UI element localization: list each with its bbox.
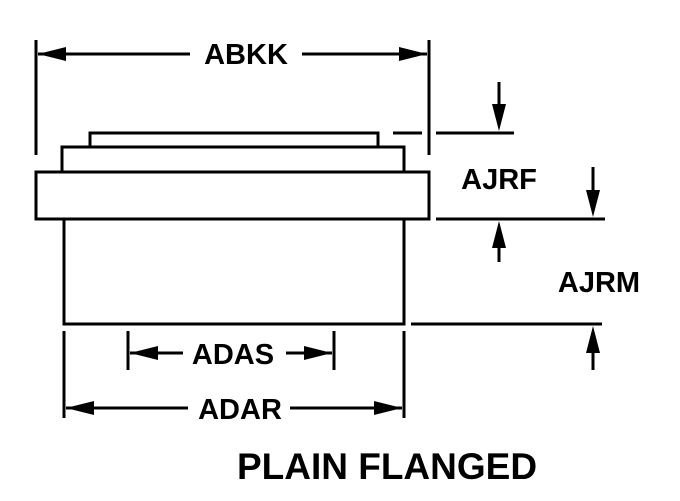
top-cap (88, 131, 380, 149)
arrow-right-icon (374, 401, 402, 415)
dimension-ajrm: AJRM (411, 167, 640, 370)
dimension-adas: ADAS (126, 331, 336, 371)
diagram-title: PLAIN FLANGED (237, 446, 537, 487)
arrow-right-icon (399, 47, 427, 61)
dimension-abkk: ABKK (34, 39, 431, 155)
label-ajrf: AJRF (461, 164, 537, 196)
arrow-right-icon (304, 346, 332, 360)
arrow-down-icon (586, 190, 600, 217)
dimension-adar: ADAR (62, 331, 406, 426)
label-adar: ADAR (198, 394, 282, 426)
dimension-ajrf: AJRF (393, 82, 605, 262)
label-ajrm: AJRM (558, 267, 640, 299)
arrow-up-icon (586, 326, 600, 353)
label-abkk: ABKK (204, 39, 288, 71)
part-outline (34, 131, 431, 326)
middle-step (60, 145, 406, 174)
arrow-down-icon (492, 104, 506, 131)
arrow-left-icon (130, 346, 158, 360)
body (62, 217, 406, 326)
arrow-left-icon (66, 401, 94, 415)
flange (34, 170, 431, 221)
arrow-left-icon (38, 47, 66, 61)
arrow-up-icon (492, 221, 506, 248)
label-adas: ADAS (192, 339, 274, 371)
